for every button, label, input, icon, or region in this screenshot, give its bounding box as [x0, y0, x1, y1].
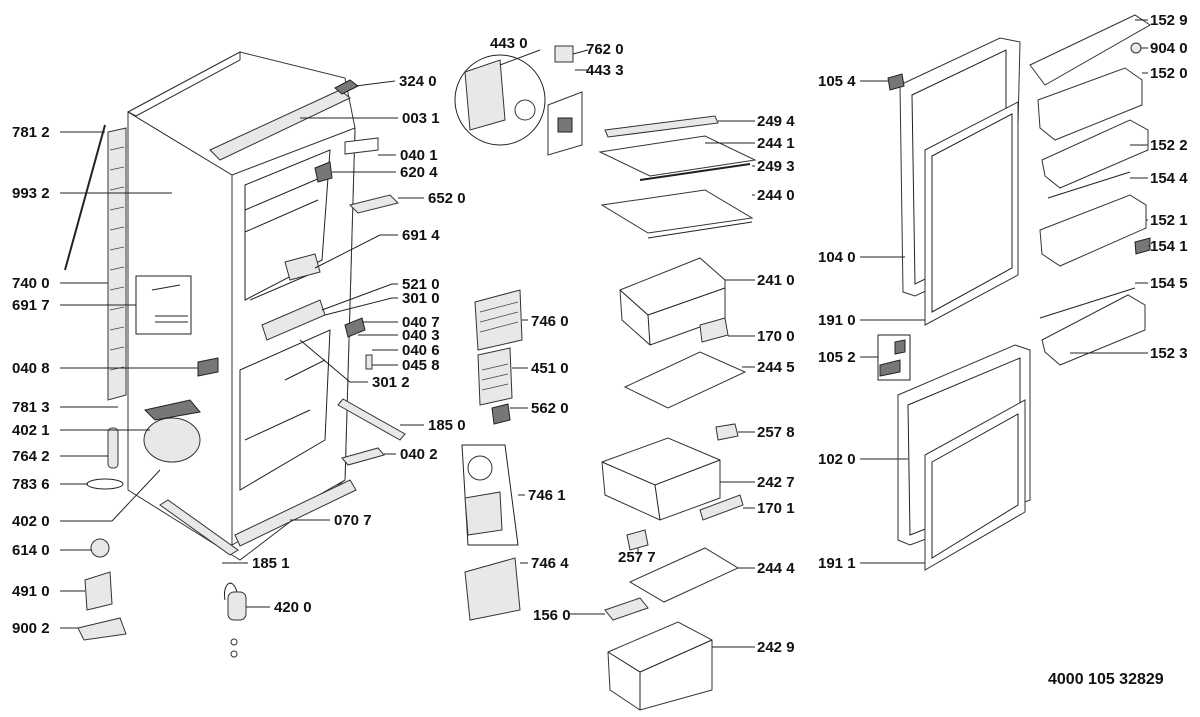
callout-249-3: 249 3: [757, 158, 795, 175]
callout-185-0: 185 0: [428, 417, 466, 434]
callout-241-0: 241 0: [757, 272, 795, 289]
leader-lines: [60, 19, 1150, 648]
control-and-light-assemblies: [454, 45, 649, 621]
callout-762-0: 762 0: [586, 41, 624, 58]
callout-040-3: 040 3: [402, 327, 440, 344]
callout-152-3: 152 3: [1150, 345, 1188, 362]
callout-156-0: 156 0: [533, 607, 571, 624]
callout-746-0: 746 0: [531, 313, 569, 330]
callout-244-0: 244 0: [757, 187, 795, 204]
callout-040-7: 040 7: [402, 314, 440, 331]
doors-and-gaskets: [877, 37, 1031, 571]
callout-764-2: 764 2: [12, 448, 50, 465]
callout-185-1: 185 1: [252, 555, 290, 572]
callout-301-0: 301 0: [402, 290, 440, 307]
callout-740-0: 740 0: [12, 275, 50, 292]
callout-620-4: 620 4: [400, 164, 438, 181]
callout-652-0: 652 0: [428, 190, 466, 207]
callout-783-6: 783 6: [12, 476, 50, 493]
callout-191-0: 191 0: [818, 312, 856, 329]
callout-040-6: 040 6: [402, 342, 440, 359]
callout-781-2: 781 2: [12, 124, 50, 141]
callout-443-0: 443 0: [490, 35, 528, 52]
refrigerator-cabinet: [64, 51, 406, 658]
callout-562-0: 562 0: [531, 400, 569, 417]
callout-170-1: 170 1: [757, 500, 795, 517]
callout-904-0: 904 0: [1150, 40, 1188, 57]
callout-105-2: 105 2: [818, 349, 856, 366]
callout-191-1: 191 1: [818, 555, 856, 572]
callout-257-8: 257 8: [757, 424, 795, 441]
callout-170-0: 170 0: [757, 328, 795, 345]
callout-900-2: 900 2: [12, 620, 50, 637]
callout-781-3: 781 3: [12, 399, 50, 416]
callout-242-9: 242 9: [757, 639, 795, 656]
callout-040-8: 040 8: [12, 360, 50, 377]
callout-040-1: 040 1: [400, 147, 438, 164]
callout-152-9: 152 9: [1150, 12, 1188, 29]
callout-691-7: 691 7: [12, 297, 50, 314]
callout-242-7: 242 7: [757, 474, 795, 491]
callout-244-5: 244 5: [757, 359, 795, 376]
callout-045-8: 045 8: [402, 357, 440, 374]
callout-443-3: 443 3: [586, 62, 624, 79]
callout-491-0: 491 0: [12, 583, 50, 600]
callout-152-0: 152 0: [1150, 65, 1188, 82]
callout-152-2: 152 2: [1150, 137, 1188, 154]
callout-993-2: 993 2: [12, 185, 50, 202]
callout-244-1: 244 1: [757, 135, 795, 152]
callout-402-0: 402 0: [12, 513, 50, 530]
callout-003-1: 003 1: [402, 110, 440, 127]
callout-154-4: 154 4: [1150, 170, 1188, 187]
callout-154-5: 154 5: [1150, 275, 1188, 292]
document-number: 4000 105 32829: [1048, 671, 1164, 688]
callout-102-0: 102 0: [818, 451, 856, 468]
callout-154-1: 154 1: [1150, 238, 1188, 255]
callout-105-4: 105 4: [818, 73, 856, 90]
callout-152-1: 152 1: [1150, 212, 1188, 229]
callout-labels: 781 2 993 2 740 0 691 7 040 8 781 3 402 …: [12, 12, 1188, 688]
callout-614-0: 614 0: [12, 542, 50, 559]
callout-301-2: 301 2: [372, 374, 410, 391]
callout-746-4: 746 4: [531, 555, 569, 572]
shelves-and-crispers: [598, 115, 757, 711]
callout-070-7: 070 7: [334, 512, 372, 529]
door-bins: [1029, 14, 1151, 366]
callout-249-4: 249 4: [757, 113, 795, 130]
callout-402-1: 402 1: [12, 422, 50, 439]
callout-040-2: 040 2: [400, 446, 438, 463]
callout-420-0: 420 0: [274, 599, 312, 616]
callout-324-0: 324 0: [399, 73, 437, 90]
callout-691-4: 691 4: [402, 227, 440, 244]
callout-244-4: 244 4: [757, 560, 795, 577]
callout-257-7: 257 7: [618, 549, 656, 566]
callout-521-0: 521 0: [402, 276, 440, 293]
callout-104-0: 104 0: [818, 249, 856, 266]
callout-746-1: 746 1: [528, 487, 566, 504]
callout-451-0: 451 0: [531, 360, 569, 377]
